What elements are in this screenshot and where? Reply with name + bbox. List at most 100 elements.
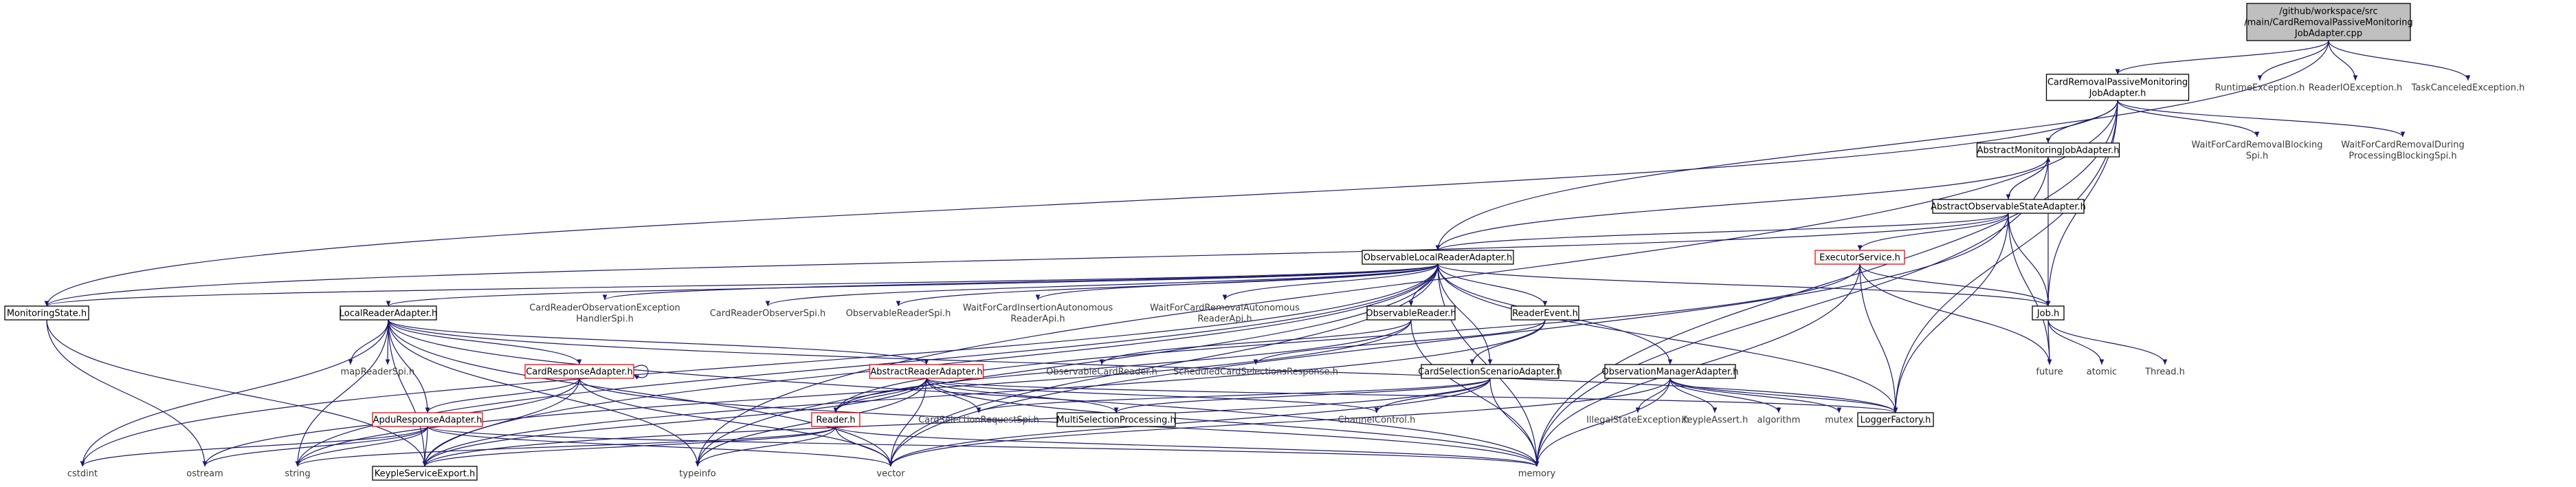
- node-cardresponseadapter-h[interactable]: CardResponseAdapter.h: [524, 364, 634, 379]
- node-cstdint[interactable]: cstdint: [63, 466, 102, 480]
- edge-absra-to-kse: [422, 378, 927, 467]
- node-label: atomic: [2087, 367, 2117, 378]
- node-label: Job.h: [2036, 309, 2059, 319]
- node-observablereader-h[interactable]: ObservableReader.h: [1366, 305, 1456, 321]
- node-box: [524, 364, 634, 379]
- edge-lra-to-string: [295, 319, 389, 467]
- node-label: JobAdapter.h: [2089, 89, 2146, 99]
- node-label: LoggerFactory.h: [1861, 415, 1931, 426]
- node-label: ObservableLocalReaderAdapter.h: [1364, 253, 1513, 263]
- edge-aosa-to-monst: [44, 213, 2009, 307]
- edge-olra-to-wfcia: [1035, 263, 1439, 301]
- node-vector[interactable]: vector: [872, 466, 909, 480]
- node-label: ObservableCardReader.h: [1046, 367, 1157, 378]
- node-memory[interactable]: memory: [1515, 466, 1559, 480]
- node-label: TaskCanceledException.h: [2411, 83, 2525, 94]
- node-label: AbstractObservableStateAdapter.h: [1931, 202, 2086, 213]
- edge-root-to-rtex: [2257, 40, 2329, 81]
- node-observationmanageradapter-h[interactable]: ObservationManagerAdapter.h: [1602, 364, 1739, 379]
- edge-oma-to-mutex: [1669, 378, 1842, 413]
- node-label: CardRemovalPassiveMonitoring: [2047, 78, 2188, 88]
- node-readerevent-h[interactable]: ReaderEvent.h: [1511, 305, 1579, 321]
- node-box: [1604, 364, 1736, 379]
- edge-oma-to-vector: [888, 378, 1671, 467]
- node-label: RuntimeException.h: [2215, 83, 2305, 94]
- node-waitforcardinsertionautonomous-readerapi-h[interactable]: WaitForCardInsertionAutonomousReaderApi.…: [963, 300, 1113, 326]
- node-taskcanceledexception-h[interactable]: TaskCanceledException.h: [2410, 80, 2527, 94]
- node-string[interactable]: string: [279, 466, 316, 480]
- node-loggerfactory-h[interactable]: LoggerFactory.h: [1857, 412, 1934, 427]
- node-runtimeexception-h[interactable]: RuntimeException.h: [2215, 80, 2305, 94]
- node-github-workspace-src-main-cardremovalpassivemonitoring-jobadapter-cpp[interactable]: /github/workspace/src/main/CardRemovalPa…: [2244, 3, 2413, 41]
- node-cardreaderobserverspi-h[interactable]: CardReaderObserverSpi.h: [710, 306, 826, 320]
- node-label: AbstractReaderAdapter.h: [870, 367, 982, 378]
- edge-aosa-to-lf: [1893, 213, 2009, 413]
- node-box: [2045, 74, 2190, 101]
- node-box: [1366, 305, 1456, 321]
- node-executorservice-h[interactable]: ExecutorService.h: [1814, 250, 1905, 265]
- node-box: [372, 466, 478, 481]
- node-channelcontrol-h[interactable]: ChannelControl.h: [1337, 413, 1417, 426]
- edge-amja-to-memory: [1534, 156, 2049, 467]
- edge-rdev-to-cre: [1469, 319, 1546, 365]
- node-box: [2246, 3, 2411, 41]
- edge-absra-to-lf: [926, 378, 1898, 413]
- edge-rdev-to-scsr: [1253, 319, 1546, 365]
- edge-cssa-to-memory: [1489, 378, 1540, 467]
- node-thread-h[interactable]: Thread.h: [2144, 365, 2186, 378]
- edge-crpmja-to-wfcrd: [2117, 100, 2406, 138]
- node-box: [1056, 412, 1176, 427]
- node-observablereaderspi-h[interactable]: ObservableReaderSpi.h: [846, 306, 951, 320]
- node-mutex[interactable]: mutex: [1821, 413, 1858, 426]
- node-label: KeypleServiceExport.h: [375, 469, 475, 479]
- node-observablelocalreaderadapter-h[interactable]: ObservableLocalReaderAdapter.h: [1362, 250, 1514, 265]
- edge-crpmja-to-amja: [2045, 100, 2118, 144]
- node-multiselectionprocessing-h[interactable]: MultiSelectionProcessing.h: [1056, 412, 1176, 427]
- edge-root-to-crpmja: [2115, 40, 2329, 75]
- node-readerioexception-h[interactable]: ReaderIOException.h: [2309, 80, 2402, 94]
- node-ostream[interactable]: ostream: [181, 466, 228, 480]
- node-map[interactable]: map: [337, 365, 364, 378]
- node-cardreaderobservationexception-handlerspi-h[interactable]: CardReaderObservationExceptionHandlerSpi…: [529, 300, 680, 326]
- edge-lra-to-kse: [388, 319, 428, 467]
- node-algorithm[interactable]: algorithm: [1755, 413, 1803, 426]
- node-illegalstateexception-h[interactable]: IllegalStateException.h: [1586, 413, 1689, 426]
- edge-olra-to-lra: [386, 263, 1439, 307]
- node-job-h[interactable]: Job.h: [2032, 305, 2065, 321]
- edge-monst-to-ostream: [46, 319, 208, 467]
- edge-exec-to-lf: [1859, 263, 1898, 413]
- edge-lra-to-absra: [388, 319, 929, 365]
- node-label: WaitForCardRemovalDuring: [2341, 140, 2464, 151]
- node-abstractmonitoringjobadapter-h[interactable]: AbstractMonitoringJobAdapter.h: [1976, 142, 2120, 158]
- node-label: future: [2036, 367, 2063, 378]
- edge-absra-to-cc: [926, 378, 1379, 413]
- node-observablecardreader-h[interactable]: ObservableCardReader.h: [1045, 365, 1159, 378]
- edge-absra-to-vector: [888, 378, 927, 467]
- node-monitoringstate-h[interactable]: MonitoringState.h: [4, 305, 89, 321]
- node-waitforcardremovalduring-processingblockingspi-h[interactable]: WaitForCardRemovalDuringProcessingBlocki…: [2341, 137, 2464, 163]
- edge-root-to-tcex: [2328, 40, 2471, 81]
- node-cardselectionrequestspi-h[interactable]: CardSelectionRequestSpi.h: [917, 413, 1041, 426]
- node-cardselectionscenarioadapter-h[interactable]: CardSelectionScenarioAdapter.h: [1418, 364, 1562, 379]
- node-future[interactable]: future: [2033, 365, 2066, 378]
- node-reader-h[interactable]: Reader.h: [811, 412, 860, 427]
- edge-aosa-to-job: [2008, 213, 2051, 307]
- node-typeinfo[interactable]: typeinfo: [676, 466, 720, 480]
- node-label: ostream: [186, 469, 223, 479]
- node-readerspi-h[interactable]: ReaderSpi.h: [360, 365, 415, 378]
- node-label: ReaderEvent.h: [1512, 309, 1578, 319]
- node-abstractobservablestateadapter-h[interactable]: AbstractObservableStateAdapter.h: [1931, 199, 2086, 214]
- node-apduresponseadapter-h[interactable]: ApduResponseAdapter.h: [372, 412, 483, 427]
- node-label: ExecutorService.h: [1819, 253, 1900, 263]
- node-keypleassert-h[interactable]: KeypleAssert.h: [1678, 413, 1752, 426]
- node-keypleserviceexport-h[interactable]: KeypleServiceExport.h: [372, 466, 478, 481]
- node-box: [340, 305, 437, 321]
- node-atomic[interactable]: atomic: [2081, 365, 2122, 378]
- node-abstractreaderadapter-h[interactable]: AbstractReaderAdapter.h: [869, 364, 984, 379]
- node-label: WaitForCardRemovalAutonomous: [1150, 303, 1300, 314]
- node-localreaderadapter-h[interactable]: LocalReaderAdapter.h: [340, 305, 437, 321]
- node-scheduledcardselectionsresponse-h[interactable]: ScheduledCardSelectionsResponse.h: [1173, 365, 1338, 378]
